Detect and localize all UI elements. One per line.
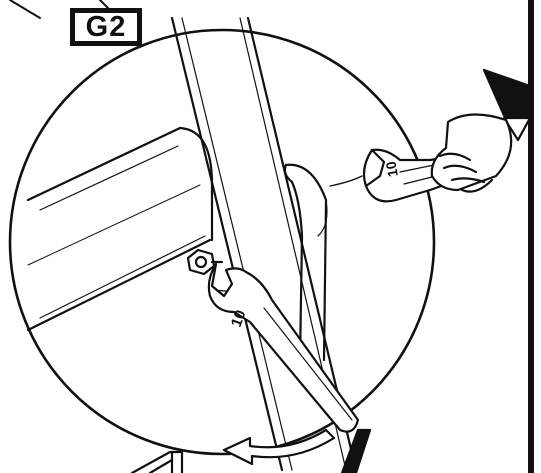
hand bbox=[432, 70, 530, 192]
crossbar-tube bbox=[28, 128, 212, 330]
page-edge-rule bbox=[528, 0, 534, 473]
wrench-size-label-upper: 10 bbox=[382, 160, 400, 178]
lower-wrench bbox=[209, 264, 358, 432]
step-label: G2 bbox=[86, 13, 127, 42]
detail-circle bbox=[10, 30, 434, 454]
bolt-nut bbox=[188, 250, 222, 274]
step-badge: G2 bbox=[70, 8, 142, 46]
part-bottom bbox=[132, 452, 182, 473]
dark-strip bbox=[342, 430, 370, 473]
